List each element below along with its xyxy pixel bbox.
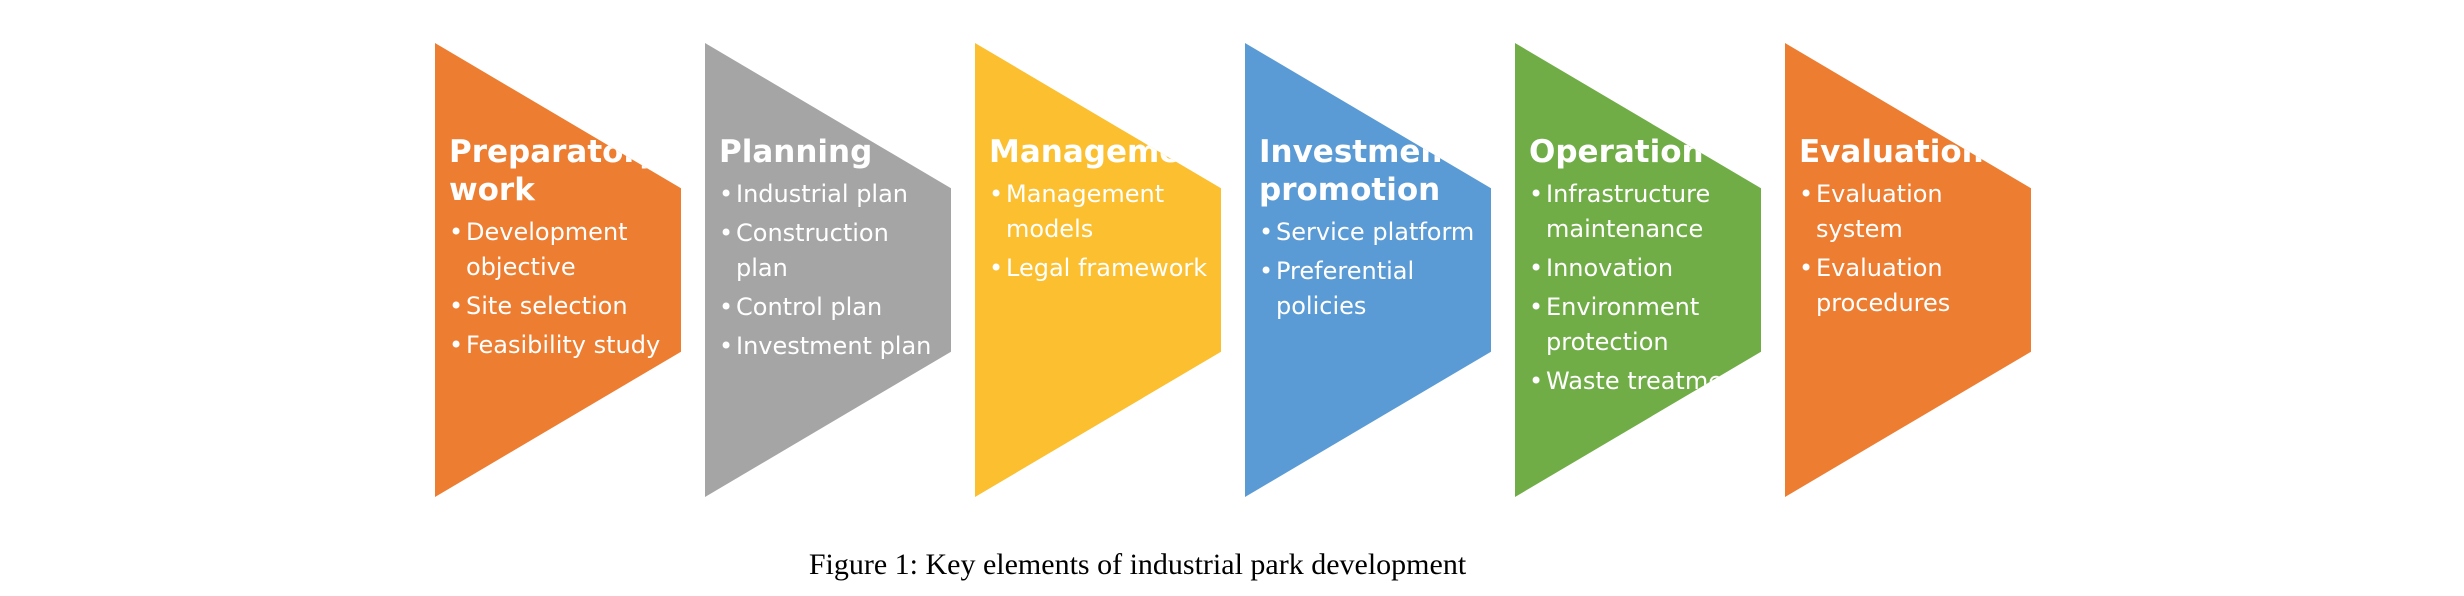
stage-item: Evaluation system (1799, 177, 2021, 247)
stage-items: Infrastructure maintenance Innovation En… (1529, 177, 1751, 399)
stage-title: Preparatory work (449, 134, 659, 208)
stage-investment-promotion: Investment promotion Service platform Pr… (1245, 43, 1491, 497)
stage-item: Feasibility study (449, 328, 671, 363)
figure-caption: Figure 1: Key elements of industrial par… (808, 548, 1467, 581)
stage-item: Legal framework (989, 251, 1211, 286)
stage-item: Environment protection (1529, 290, 1751, 360)
stage-content: Investment promotion Service platform Pr… (1259, 133, 1481, 328)
stage-item: Innovation (1529, 251, 1751, 286)
stage-title: Planning (719, 134, 873, 170)
stage-title: Investment promotion (1259, 134, 1458, 208)
stage-title: Evaluation (1799, 134, 1984, 170)
stage-item: Investment plan (719, 329, 941, 364)
stage-items: Service platform Preferential policies (1259, 215, 1481, 324)
stage-operation: Operation Infrastructure maintenance Inn… (1515, 43, 1761, 497)
stage-item: Development objective (449, 215, 671, 285)
stage-items: Industrial plan Construction plan Contro… (719, 177, 941, 364)
stage-content: Evaluation Evaluation system Evaluation … (1799, 133, 2021, 325)
stage-item: Construction plan (719, 216, 941, 286)
stage-planning: Planning Industrial plan Construction pl… (705, 43, 951, 497)
stage-evaluation: Evaluation Evaluation system Evaluation … (1785, 43, 2031, 497)
stage-item: Site selection (449, 289, 671, 324)
stage-item: Waste treatment (1529, 364, 1751, 399)
stage-preparatory-work: Preparatory work Development objective S… (435, 43, 681, 497)
stage-items: Development objective Site selection Fea… (449, 215, 671, 363)
stage-item: Service platform (1259, 215, 1481, 250)
stage-item: Industrial plan (719, 177, 941, 212)
stage-items: Management models Legal framework (989, 177, 1211, 286)
stage-content: Planning Industrial plan Construction pl… (719, 133, 941, 368)
stage-item: Evaluation procedures (1799, 251, 2021, 321)
stage-title: Operation (1529, 134, 1704, 170)
stage-item: Management models (989, 177, 1211, 247)
stage-item: Control plan (719, 290, 941, 325)
stage-item: Preferential policies (1259, 254, 1481, 324)
stage-items: Evaluation system Evaluation procedures (1799, 177, 2021, 321)
stage-content: Management Management models Legal frame… (989, 133, 1218, 290)
stage-content: Preparatory work Development objective S… (449, 133, 671, 367)
stage-title: Management (989, 134, 1218, 170)
stage-item: Infrastructure maintenance (1529, 177, 1751, 247)
stage-content: Operation Infrastructure maintenance Inn… (1529, 133, 1751, 403)
stage-management: Management Management models Legal frame… (975, 43, 1221, 497)
